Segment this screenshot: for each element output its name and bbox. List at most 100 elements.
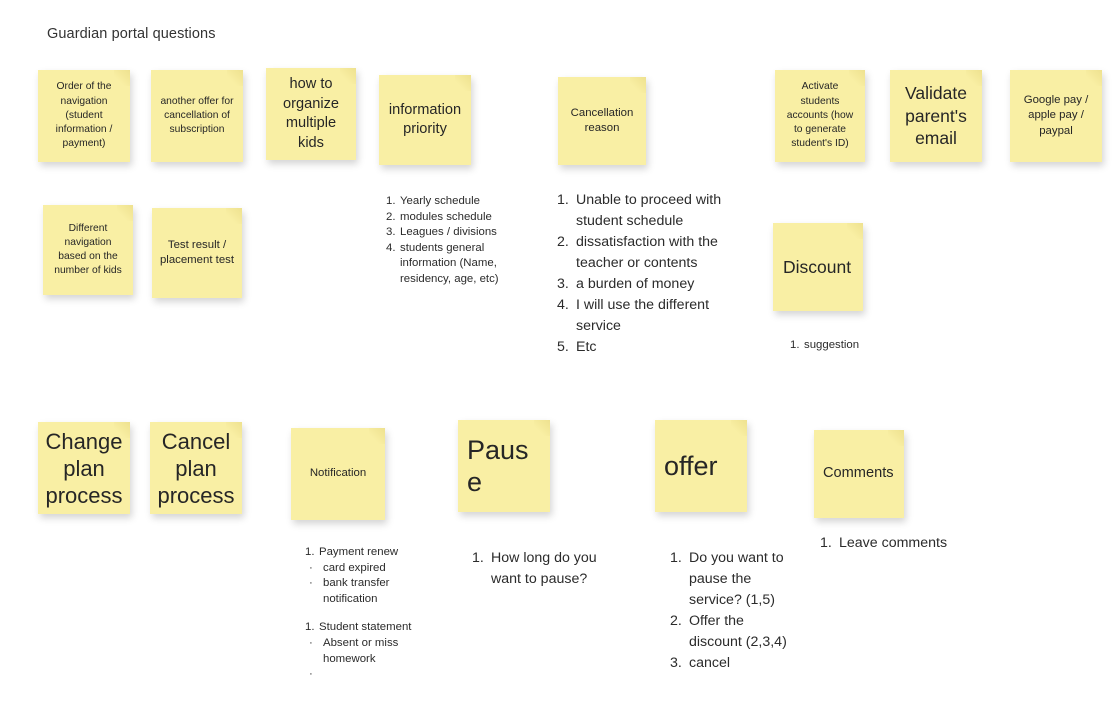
list-text: Etc (576, 339, 597, 355)
list-item: 5. Etc (557, 337, 725, 358)
list-item: 1. Student statement (305, 620, 435, 636)
note-text: Discount (783, 256, 852, 277)
list-item: 1. How long do you want to pause? (472, 548, 602, 590)
list-item: 1. Payment renew (305, 545, 435, 561)
list-marker: 1. (790, 339, 800, 351)
list-marker: 2. (386, 210, 396, 223)
list-item: 2. dissatisfaction with the teacher or c… (557, 232, 725, 274)
note-activate-students-accounts[interactable]: Activate students accounts (how to gener… (775, 70, 865, 162)
list-spacer (305, 607, 435, 620)
list-text: Unable to proceed with student schedule (576, 192, 722, 229)
list-marker: 4. (557, 297, 569, 313)
note-text: information priority (388, 101, 462, 138)
note-different-navigation[interactable]: Different navigation based on the number… (43, 205, 133, 295)
list-text: How long do you want to pause? (491, 550, 597, 587)
list-text: Offer the discount (2,3,4) (689, 613, 787, 650)
note-test-result[interactable]: Test result / placement test (152, 208, 242, 298)
note-text: Comments (823, 465, 894, 482)
list-marker: 2. (557, 234, 569, 250)
list-text: card expired (323, 561, 386, 574)
list-marker: 1. (386, 195, 396, 207)
list-marker: 1. (670, 550, 682, 566)
list-item: 2. modules schedule (386, 210, 526, 226)
board-title: Guardian portal questions (47, 26, 216, 42)
note-text: Test result / placement test (159, 238, 235, 266)
list-marker: · (309, 636, 313, 649)
list-marker: 1. (557, 192, 569, 208)
note-text: another offer for cancellation of subscr… (160, 95, 234, 136)
list-marker: · (309, 668, 313, 681)
list-text: suggestion (804, 339, 860, 351)
list-text: Student statement (319, 621, 412, 634)
list-item: · card expired (305, 561, 435, 577)
list-item: · Absent or miss homework (305, 636, 435, 667)
list-item: 1. Leave comments (820, 533, 980, 554)
note-offer[interactable]: offer (655, 420, 747, 512)
list-marker: 1. (472, 550, 484, 566)
list-information-priority: 1. Yearly schedule 2. modules schedule 3… (386, 194, 526, 288)
list-comments: 1. Leave comments (820, 533, 980, 554)
list-item: 1. Unable to proceed with student schedu… (557, 190, 725, 232)
note-discount[interactable]: Discount (773, 223, 863, 311)
note-text: Validate parent's email (905, 83, 967, 149)
list-item: 1. Do you want to pause the service? (1,… (670, 548, 792, 611)
list-item: 4. I will use the different service (557, 295, 725, 337)
note-cancel-plan-process[interactable]: Cancel plan process (150, 422, 242, 514)
list-item: · (305, 667, 435, 683)
list-text: a burden of money (576, 276, 695, 292)
list-marker: 3. (386, 226, 396, 239)
list-marker: 1. (305, 621, 315, 634)
note-text: Change plan process (45, 428, 123, 508)
note-text: Order of the navigation (student informa… (55, 81, 113, 150)
list-text: Leave comments (839, 535, 948, 551)
list-text: I will use the different service (576, 297, 710, 334)
note-text: offer (664, 451, 718, 481)
list-marker: · (309, 561, 313, 574)
list-cancellation-reason: 1. Unable to proceed with student schedu… (557, 190, 725, 358)
note-text: how to organize multiple kids (283, 76, 339, 151)
note-order-of-navigation[interactable]: Order of the navigation (student informa… (38, 70, 130, 162)
list-text: modules schedule (400, 210, 492, 223)
note-change-plan-process[interactable]: Change plan process (38, 422, 130, 514)
note-text: Pause (467, 435, 529, 497)
list-item: 4. students general information (Name, r… (386, 241, 526, 288)
list-marker: · (309, 577, 313, 590)
note-cancellation-reason[interactable]: Cancellation reason (558, 77, 646, 165)
note-information-priority[interactable]: information priority (379, 75, 471, 165)
list-marker: 1. (305, 546, 315, 558)
list-item: 3. cancel (670, 653, 792, 674)
list-text: bank transfer notification (323, 577, 390, 605)
note-text: Google pay / apple pay / paypal (1023, 93, 1089, 137)
note-notification[interactable]: Notification (291, 428, 385, 520)
list-text: Payment renew (319, 546, 399, 558)
list-discount: 1. suggestion (790, 338, 930, 354)
list-text: Leagues / divisions (400, 226, 497, 239)
note-another-offer[interactable]: another offer for cancellation of subscr… (151, 70, 243, 162)
note-pause[interactable]: Pause (458, 420, 550, 512)
list-marker: 4. (386, 241, 396, 254)
list-item: 3. a burden of money (557, 274, 725, 295)
list-item: 3. Leagues / divisions (386, 225, 526, 241)
list-item: 1. Yearly schedule (386, 194, 526, 210)
list-marker: 1. (820, 535, 832, 551)
note-text: Cancel plan process (157, 428, 235, 508)
note-how-to-organize-kids[interactable]: how to organize multiple kids (266, 68, 356, 160)
note-text: Activate students accounts (how to gener… (786, 81, 854, 150)
list-text: Do you want to pause the service? (1,5) (689, 550, 784, 608)
list-text: dissatisfaction with the teacher or cont… (576, 234, 718, 271)
list-marker: 5. (557, 339, 569, 355)
list-item: · bank transfer notification (305, 576, 435, 607)
list-text: Yearly schedule (400, 195, 481, 207)
list-notification: 1. Payment renew · card expired · bank t… (305, 545, 435, 683)
note-comments[interactable]: Comments (814, 430, 904, 518)
note-text: Different navigation based on the number… (54, 222, 122, 277)
list-text: cancel (689, 655, 731, 671)
list-pause: 1. How long do you want to pause? (472, 548, 602, 590)
note-text: Notification (309, 467, 367, 480)
note-text: Cancellation reason (570, 106, 634, 134)
note-google-pay[interactable]: Google pay / apple pay / paypal (1010, 70, 1102, 162)
list-text: students general information (Name, resi… (400, 241, 499, 285)
note-validate-parents-email[interactable]: Validate parent's email (890, 70, 982, 162)
list-text: Absent or miss homework (323, 636, 399, 665)
